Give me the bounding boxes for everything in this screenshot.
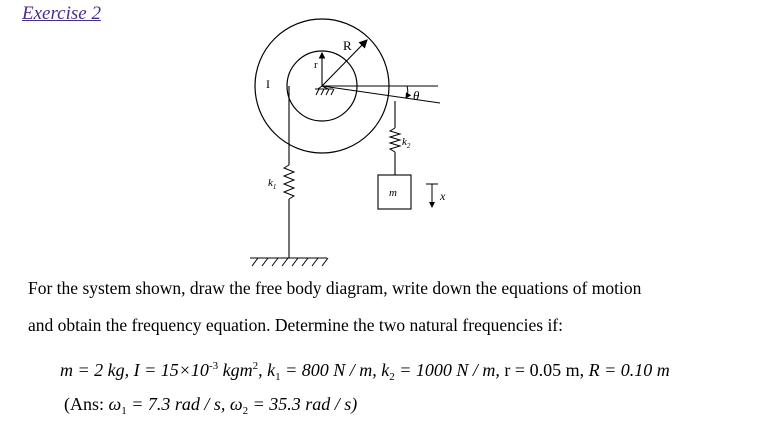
given-r: r = 0.05 m, [504, 360, 585, 380]
ground [250, 257, 329, 267]
label-r: r [314, 59, 318, 71]
problem-line-2: and obtain the frequency equation. Deter… [28, 315, 563, 335]
theta-arc [405, 85, 412, 99]
given-values: m = 2 kg, I = 15×10-3 kgm2, k1 = 800 N /… [60, 360, 670, 383]
rotated-line [321, 85, 441, 104]
mass-block [377, 174, 412, 210]
given-k1: k1 = 800 N / m, [267, 360, 377, 383]
radius-R-arrow [321, 39, 368, 87]
label-theta: θ [413, 88, 420, 103]
spring-k2 [388, 127, 402, 153]
system-diagram: R r I θ k1 k2 m x [250, 18, 446, 267]
answer-line: (Ans: ω1 = 7.3 rad / s, ω2 = 35.3 rad / … [64, 394, 358, 417]
problem-statement: For the system shown, draw the free body… [28, 270, 764, 344]
exercise-heading: Exercise 2 [22, 3, 101, 24]
label-m: m [389, 187, 397, 199]
label-k2: k2 [402, 136, 411, 150]
pivot-ground [315, 85, 335, 96]
given-k2: k2 = 1000 N / m, [381, 360, 500, 383]
given-m: m = 2 kg, [60, 360, 130, 380]
label-k1: k1 [268, 177, 276, 191]
spring-k1 [282, 164, 296, 200]
given-I: I = 15×10-3 kgm2, [133, 360, 263, 380]
label-R: R [343, 38, 352, 53]
given-R: R = 0.10 m [588, 360, 670, 380]
label-I: I [266, 77, 270, 91]
problem-line-1: For the system shown, draw the free body… [28, 278, 642, 298]
label-x: x [439, 189, 446, 203]
